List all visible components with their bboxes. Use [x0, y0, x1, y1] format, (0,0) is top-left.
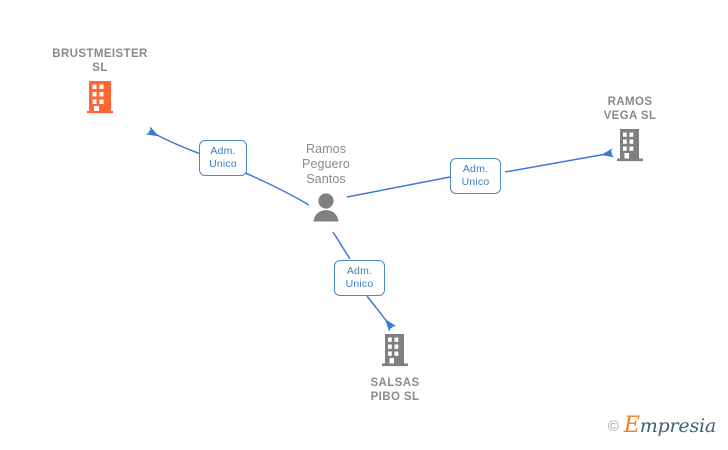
edge-label-salsas-pibo[interactable]: Adm. Unico [334, 260, 385, 296]
watermark-brand-rest: mpresia [639, 415, 716, 437]
watermark-brand: Empresia [624, 415, 716, 437]
node-brustmeister[interactable]: BRUSTMEISTER SL [35, 47, 165, 119]
building-icon [380, 333, 410, 372]
node-ramos-peguero-santos[interactable]: Ramos Peguero Santos [261, 142, 391, 227]
edge-arrow-salsas-pibo [366, 295, 397, 332]
edge-arrow-ramos-vega [504, 148, 614, 173]
edge-label-ramos-vega[interactable]: Adm. Unico [450, 158, 501, 194]
node-label-brustmeister: BRUSTMEISTER SL [52, 48, 148, 74]
building-icon [615, 128, 645, 167]
building-icon [85, 80, 115, 119]
copyright-icon: © [607, 417, 619, 435]
node-label-ramos-peguero-santos: Ramos Peguero Santos [302, 142, 350, 186]
empresia-watermark: © Empresia [608, 415, 716, 437]
node-label-ramos-vega: RAMOS VEGA SL [603, 96, 657, 122]
watermark-brand-initial: E [623, 413, 640, 438]
edge-arrow-brustmeister [145, 126, 199, 154]
edge-line-salsas-pibo [332, 231, 351, 260]
node-salsas-pibo[interactable]: SALSAS PIBO SL [330, 333, 460, 404]
person-icon [310, 192, 342, 227]
edge-line-ramos-vega [346, 176, 451, 198]
edge-label-brustmeister[interactable]: Adm. Unico [199, 140, 247, 176]
node-ramos-vega[interactable]: RAMOS VEGA SL [565, 95, 695, 167]
node-label-salsas-pibo: SALSAS PIBO SL [370, 377, 420, 403]
